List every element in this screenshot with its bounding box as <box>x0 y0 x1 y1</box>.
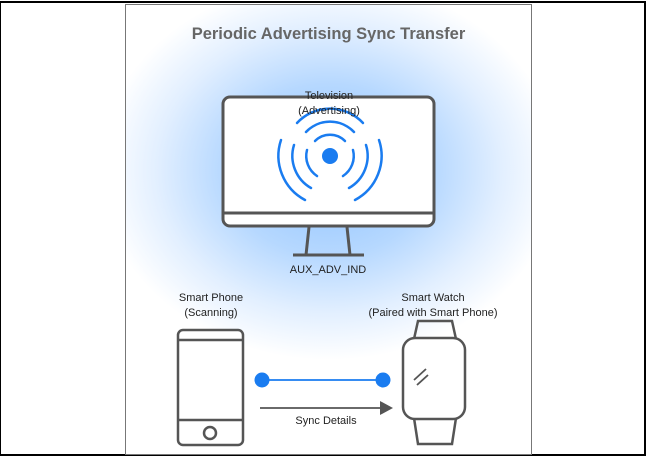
television-label: Television (Advertising) <box>298 89 360 119</box>
broadcast-signal-icon <box>277 107 383 202</box>
sync-details-label: Sync Details <box>295 415 357 427</box>
smart-phone-icon <box>176 328 245 447</box>
smart-watch-icon <box>401 319 467 446</box>
diagram-title: Periodic Advertising Sync Transfer <box>191 25 466 43</box>
phone-label: Smart Phone (Scanning) <box>179 291 243 321</box>
signal-label: AUX_ADV_IND <box>289 264 367 276</box>
sync-arrow <box>260 401 393 415</box>
watch-label: Smart Watch (Paired with Smart Phone) <box>369 291 498 321</box>
watch-name: Smart Watch <box>401 292 465 304</box>
phone-role: (Scanning) <box>184 307 238 319</box>
watch-role: (Paired with Smart Phone) <box>368 307 498 319</box>
television-name: Television <box>304 90 354 102</box>
television-role: (Advertising) <box>298 105 360 117</box>
phone-name: Smart Phone <box>178 292 244 304</box>
pairing-connection <box>254 372 391 388</box>
